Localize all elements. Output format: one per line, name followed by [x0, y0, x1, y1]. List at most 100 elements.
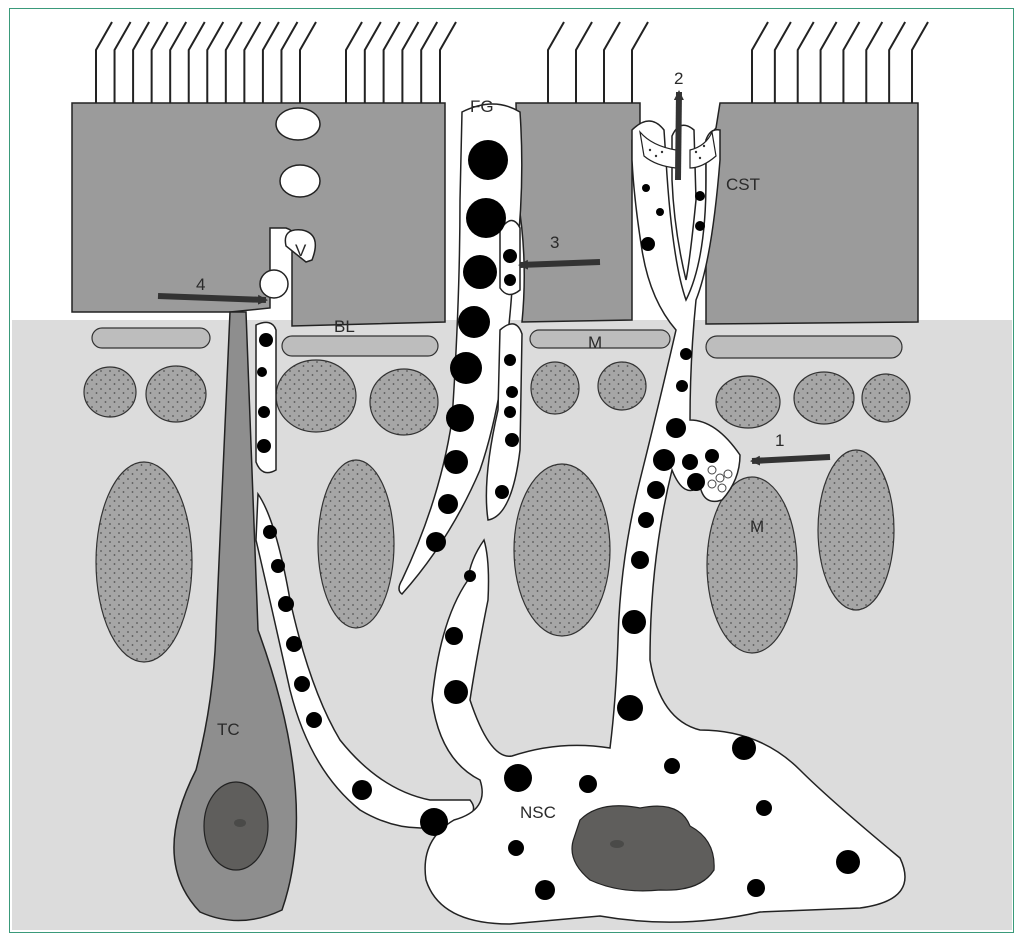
arrow-icon — [520, 262, 600, 265]
granule — [420, 808, 448, 836]
granule — [446, 404, 474, 432]
granule — [504, 274, 516, 286]
label-arrow-3: 3 — [550, 233, 559, 252]
granule — [504, 764, 532, 792]
label-v: V — [295, 241, 307, 260]
label-cst: CST — [726, 175, 760, 194]
granule — [836, 850, 860, 874]
pore-dot — [695, 151, 697, 153]
granule — [450, 352, 482, 384]
pore-dot — [655, 155, 657, 157]
granule — [263, 525, 277, 539]
granule — [664, 758, 680, 774]
granule — [444, 450, 468, 474]
microvillus — [263, 22, 279, 103]
granule — [579, 775, 597, 793]
granule — [622, 610, 646, 634]
label-arrow-4: 4 — [196, 275, 205, 294]
microvillus — [604, 22, 620, 103]
granule — [294, 676, 310, 692]
granule — [680, 348, 692, 360]
microvillus — [226, 22, 242, 103]
microvillus — [300, 22, 316, 103]
pore-dot — [699, 157, 701, 159]
microvillus — [207, 22, 223, 103]
granule — [352, 780, 372, 800]
microvillus — [152, 22, 168, 103]
pore-dot — [661, 151, 663, 153]
granule — [617, 695, 643, 721]
granule — [506, 386, 518, 398]
microvillus — [912, 22, 928, 103]
granule — [732, 736, 756, 760]
granule — [458, 306, 490, 338]
microvillus — [365, 22, 381, 103]
microvillus — [843, 22, 859, 103]
granule — [468, 140, 508, 180]
granule — [466, 198, 506, 238]
pore-dot — [649, 149, 651, 151]
microvillus — [189, 22, 205, 103]
microvillus — [421, 22, 437, 103]
pore-dot — [703, 145, 705, 147]
granule — [495, 485, 509, 499]
microvillus — [632, 22, 648, 103]
nucleolus — [610, 840, 624, 848]
granule — [504, 406, 516, 418]
microvillus — [752, 22, 768, 103]
granule — [464, 570, 476, 582]
microvillus — [170, 22, 186, 103]
microvillus — [133, 22, 149, 103]
arrow-icon — [158, 296, 266, 300]
granule — [647, 481, 665, 499]
microvillus — [866, 22, 882, 103]
label-arrow-2: 2 — [674, 69, 683, 88]
granule — [445, 627, 463, 645]
granule — [257, 367, 267, 377]
microvillus — [798, 22, 814, 103]
label-tc: TC — [217, 720, 240, 739]
granule — [438, 494, 458, 514]
microvilli — [96, 22, 928, 103]
microvillus — [346, 22, 362, 103]
microvillus — [402, 22, 418, 103]
granule — [257, 439, 271, 453]
granule — [271, 559, 285, 573]
granule — [747, 879, 765, 897]
microvillus — [384, 22, 400, 103]
granule — [505, 433, 519, 447]
label-fg: FG — [470, 97, 494, 116]
granule — [463, 255, 497, 289]
granule — [656, 208, 664, 216]
label-nsc: NSC — [520, 803, 556, 822]
granule — [535, 880, 555, 900]
granule — [676, 380, 688, 392]
granule — [695, 191, 705, 201]
granule — [258, 406, 270, 418]
granule — [705, 449, 719, 463]
granule — [642, 184, 650, 192]
microvillus — [889, 22, 905, 103]
granule — [508, 840, 524, 856]
granule — [426, 532, 446, 552]
granule — [687, 473, 705, 491]
granule — [756, 800, 772, 816]
microvillus — [281, 22, 297, 103]
arrow-icon — [752, 457, 830, 461]
label-arrow-1: 1 — [775, 431, 784, 450]
granule — [503, 249, 517, 263]
label-m-top: M — [588, 333, 602, 352]
microvillus — [440, 22, 456, 103]
granule — [653, 449, 675, 471]
granule — [638, 512, 654, 528]
granule — [695, 221, 705, 231]
granule — [666, 418, 686, 438]
microvillus — [576, 22, 592, 103]
granule — [278, 596, 294, 612]
microvillus — [821, 22, 837, 103]
granule — [682, 454, 698, 470]
microvillus — [115, 22, 131, 103]
granule — [641, 237, 655, 251]
granule — [259, 333, 273, 347]
arrow-icon — [678, 92, 679, 180]
